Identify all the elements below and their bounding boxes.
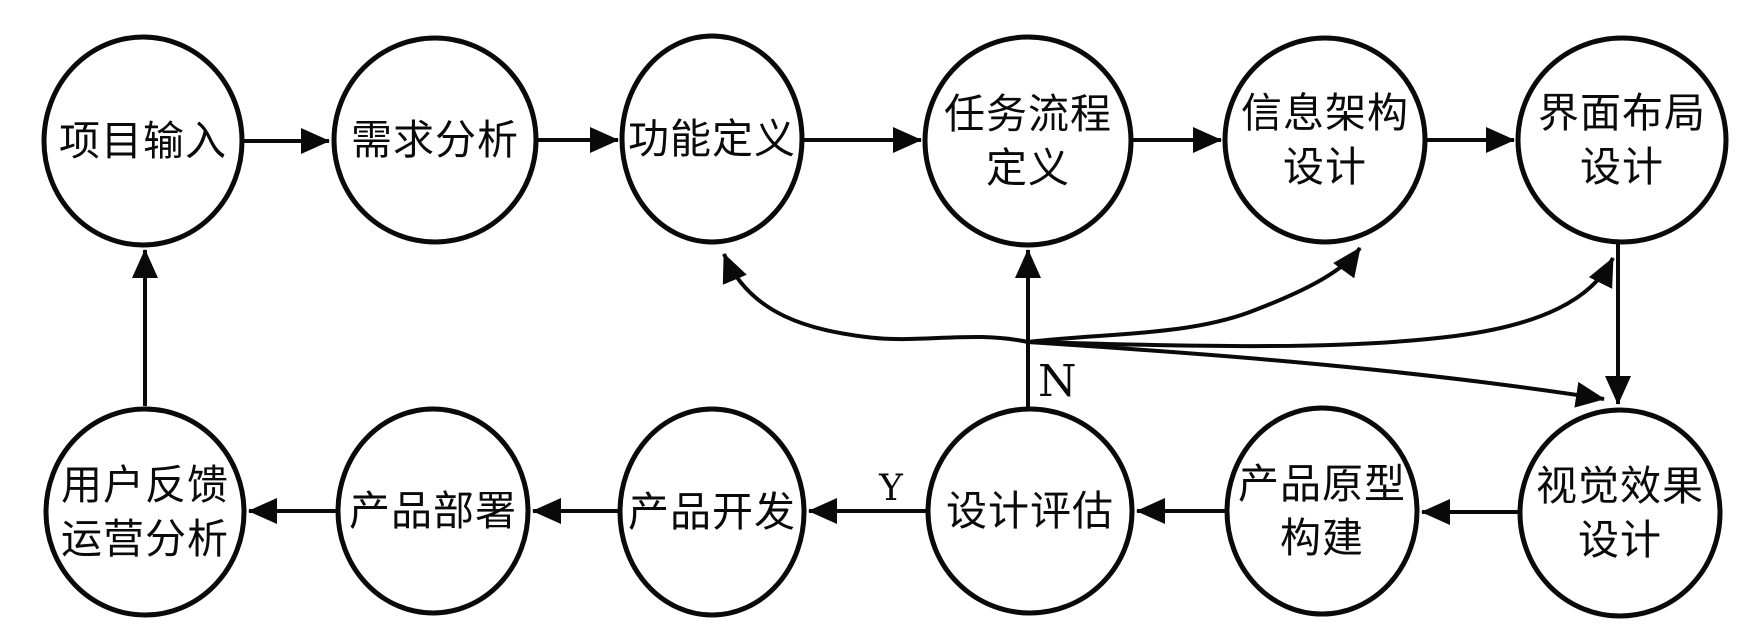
node-visual-effect-design-label-line1: 视觉效果 <box>1536 462 1704 510</box>
node-visual-effect-design-label-line2: 设计 <box>1578 516 1662 564</box>
node-design-evaluation-label: 设计评估 <box>946 487 1114 535</box>
node-product-deployment-label: 产品部署 <box>349 487 517 535</box>
node-product-prototype-construction: 产品原型 构建 <box>1224 405 1420 617</box>
edge-design-evaluation-to-visual-effect-design-no <box>1027 340 1605 408</box>
branch-label-no: N <box>1038 356 1077 407</box>
edge-design-evaluation-to-function-definition-no <box>722 253 1029 344</box>
node-interface-layout-design: 界面布局 设计 <box>1515 35 1729 245</box>
node-information-architecture-design-circle <box>1222 35 1428 245</box>
node-product-prototype-construction-circle <box>1224 405 1420 617</box>
node-product-development-label: 产品开发 <box>628 488 796 536</box>
node-user-feedback-operation-analysis-label-line1: 用户反馈 <box>61 461 229 509</box>
node-interface-layout-design-label-line1: 界面布局 <box>1538 89 1706 137</box>
node-information-architecture-design-label-line2: 设计 <box>1283 143 1367 191</box>
node-design-evaluation: 设计评估 <box>925 406 1135 616</box>
node-design-evaluation-circle <box>925 406 1135 616</box>
node-interface-layout-design-label-line2: 设计 <box>1580 143 1664 191</box>
node-product-prototype-construction-label-line2: 构建 <box>1280 514 1364 562</box>
node-requirement-analysis-circle <box>331 35 539 245</box>
edges-layer <box>132 127 1631 525</box>
node-requirement-analysis-label: 需求分析 <box>351 116 519 164</box>
node-project-input-label: 项目输入 <box>59 117 227 165</box>
node-product-development: 产品开发 <box>617 406 807 618</box>
node-product-development-circle <box>617 406 807 618</box>
node-task-flow-definition-circle <box>922 34 1134 248</box>
node-project-input-circle <box>41 34 245 248</box>
node-product-deployment: 产品部署 <box>335 406 531 616</box>
node-function-definition-circle <box>619 33 805 245</box>
node-information-architecture-design: 信息架构 设计 <box>1222 35 1428 245</box>
branch-label-yes: Y <box>878 468 904 509</box>
node-user-feedback-operation-analysis-label-line2: 运营分析 <box>61 515 229 563</box>
nodes-layer: 项目输入 需求分析 功能定义 任务流程 定义 信息架构 设计 界面布局 设计 <box>41 33 1729 619</box>
node-interface-layout-design-circle <box>1515 35 1729 245</box>
node-function-definition-label: 功能定义 <box>628 115 796 163</box>
node-visual-effect-design-circle <box>1517 407 1723 619</box>
node-requirement-analysis: 需求分析 <box>331 35 539 245</box>
node-user-feedback-operation-analysis: 用户反馈 运营分析 <box>43 406 247 618</box>
node-user-feedback-operation-analysis-circle <box>43 406 247 618</box>
edge-design-evaluation-to-interface-layout-design-no <box>1027 257 1615 349</box>
node-task-flow-definition-label-line1: 任务流程 <box>944 90 1112 138</box>
node-project-input: 项目输入 <box>41 34 245 248</box>
node-task-flow-definition-label-line2: 定义 <box>986 144 1070 192</box>
node-visual-effect-design: 视觉效果 设计 <box>1517 407 1723 619</box>
node-product-prototype-construction-label-line1: 产品原型 <box>1238 460 1406 508</box>
node-information-architecture-design-label-line1: 信息架构 <box>1241 89 1409 137</box>
node-task-flow-definition: 任务流程 定义 <box>922 34 1134 248</box>
node-product-deployment-circle <box>335 406 531 616</box>
node-function-definition: 功能定义 <box>619 33 805 245</box>
edge-design-evaluation-to-information-architecture-design-no <box>1027 246 1362 344</box>
